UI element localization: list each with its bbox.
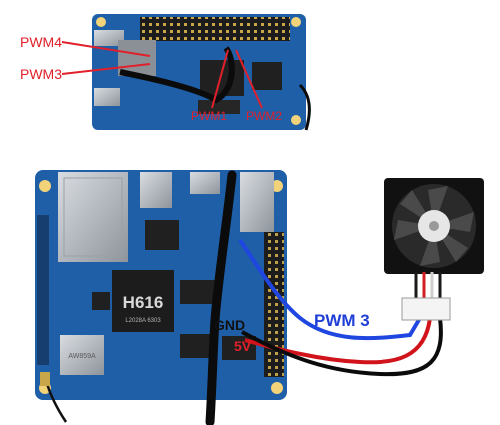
top-board (61, 14, 311, 131)
usbc-port (140, 172, 172, 208)
soc-label: H616 (123, 293, 164, 312)
label-pwm1: PWM1 (191, 109, 227, 123)
label-pwm2: PWM2 (246, 109, 282, 123)
top-antenna-cable (119, 46, 235, 104)
chip (145, 220, 179, 250)
label-pwm3: PWM3 (20, 66, 62, 82)
arrow-pwm3 (61, 63, 151, 75)
arrow-pwm1 (211, 49, 229, 109)
fan-connector (401, 297, 451, 321)
label-gnd: GND (214, 317, 245, 333)
mount-hole (271, 382, 283, 394)
ethernet-port (58, 172, 128, 262)
soc-subtext: L2028A 6303 (125, 318, 161, 324)
gpio-header (140, 17, 290, 41)
gpio-header (264, 232, 284, 377)
hdmi-port (94, 88, 120, 106)
mount-hole (39, 180, 51, 192)
mount-hole (291, 17, 301, 27)
cooling-fan (384, 178, 484, 321)
main-antenna-cable (205, 170, 237, 425)
arrow-pwm2 (235, 49, 263, 109)
mount-hole (291, 115, 301, 125)
main-board: H616 L2028A 6303 AW859A (35, 170, 287, 425)
chip (200, 60, 244, 96)
usb-port (240, 172, 274, 232)
label-pwm4: PWM4 (20, 34, 62, 50)
antenna-connector (40, 372, 50, 386)
ram-chip (180, 280, 216, 304)
label-pwm3-wire: PWM 3 (314, 311, 370, 330)
arrow-pwm4 (61, 41, 151, 57)
soc-chip (112, 270, 174, 332)
usb-port (94, 30, 124, 46)
chip (198, 100, 240, 114)
chip (92, 292, 110, 310)
wifi-module-text: AW859A (68, 353, 96, 360)
wifi-module (60, 335, 104, 375)
label-5v: 5V (234, 338, 252, 354)
hdmi-port (190, 172, 220, 194)
wire-gnd (241, 317, 443, 377)
wire-pwm (238, 238, 422, 341)
chip (252, 62, 282, 90)
mount-hole (96, 17, 106, 27)
edge-pads (37, 215, 49, 365)
cable (298, 83, 311, 131)
